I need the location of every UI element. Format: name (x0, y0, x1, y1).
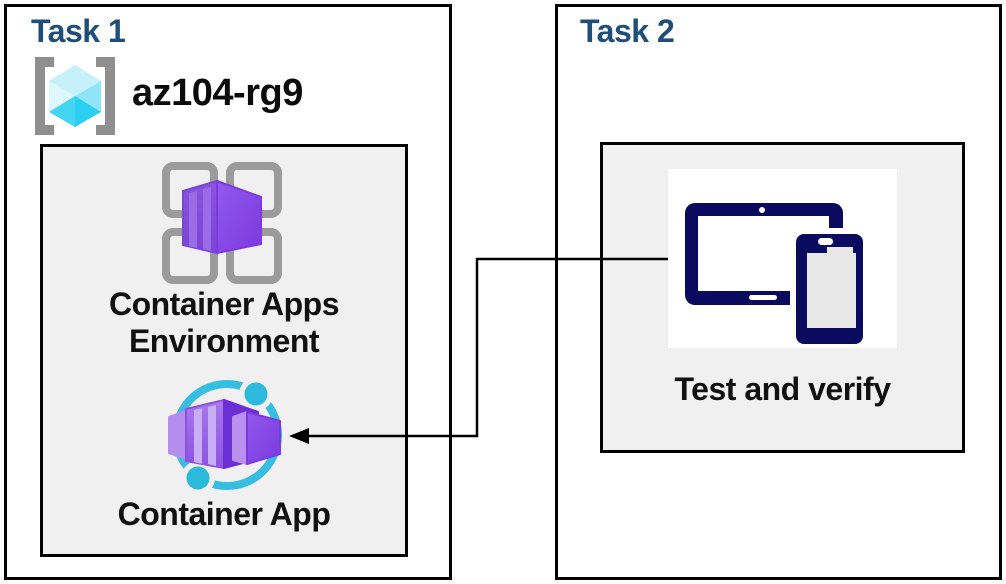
container-app-label: Container App (117, 496, 331, 532)
resource-group-icon (35, 57, 115, 135)
environment-label-line1: Container Apps (108, 286, 340, 322)
task1-title: Task 1 (31, 13, 126, 49)
environment-label-line2: Environment (128, 323, 320, 359)
environment-box: Container Apps Environment (40, 144, 408, 557)
environment-label: Container Apps Environment (43, 286, 405, 360)
device-icon-backdrop (668, 169, 897, 348)
resource-group-name: az104-rg9 (132, 72, 303, 114)
verify-box: Test and verify (600, 142, 965, 453)
task2-panel: Task 2 Test and verify (555, 4, 1002, 580)
container-apps-environment-icon (162, 162, 282, 284)
test-and-verify-label: Test and verify (674, 371, 891, 407)
task2-title: Task 2 (580, 13, 675, 49)
container-app-icon (168, 377, 282, 495)
task1-panel: Task 1 az104-rg9 (4, 4, 452, 580)
tablet-and-phone-icon (685, 203, 863, 344)
